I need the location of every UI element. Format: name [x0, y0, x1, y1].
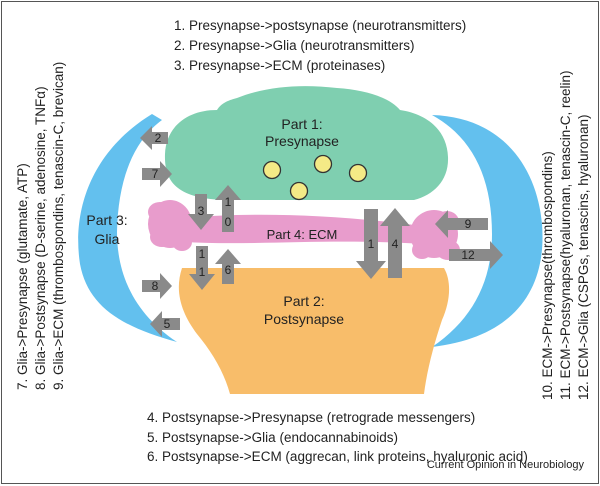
- svg-text:0: 0: [225, 215, 232, 229]
- arrow-6: 6: [215, 249, 241, 284]
- svg-text:6: 6: [225, 263, 232, 277]
- arrow-4: 4: [380, 208, 410, 278]
- list-item: 6. Postsynapse->ECM (aggrecan, link prot…: [147, 449, 528, 464]
- svg-text:7: 7: [152, 167, 159, 181]
- svg-text:4: 4: [392, 237, 399, 251]
- arrow-12: 12: [449, 241, 503, 269]
- presynapse-label-2: Presynapse: [265, 133, 339, 149]
- postsynapse-label-2: Postsynapse: [264, 311, 344, 327]
- svg-text:12: 12: [461, 248, 475, 262]
- list-item: 8. Glia->Postsynapse (D-serine, adenosin…: [33, 86, 48, 390]
- svg-text:1: 1: [199, 247, 206, 261]
- svg-text:2: 2: [155, 131, 162, 145]
- svg-text:1: 1: [368, 237, 375, 251]
- postsynapse-shape: [178, 268, 450, 394]
- list-item: 5. Postsynapse->Glia (endocannabinoids): [147, 429, 399, 445]
- glia-label-2: Glia: [95, 231, 120, 247]
- svg-text:1: 1: [199, 265, 206, 279]
- list-item: 12. ECM->Glia (CSPGs, tenascins, hyaluro…: [576, 114, 591, 401]
- glia-right-shape: [432, 115, 543, 347]
- ecm-label: Part 4: ECM: [267, 227, 338, 242]
- svg-text:5: 5: [164, 317, 171, 331]
- svg-text:3: 3: [198, 204, 205, 218]
- postsynapse-label-1: Part 2:: [283, 293, 324, 309]
- arrow-2: 2: [140, 126, 168, 150]
- glia-label-1: Part 3:: [86, 212, 127, 228]
- list-item: 4. Postsynapse->Presynapse (retrograde m…: [147, 410, 476, 425]
- svg-text:8: 8: [152, 279, 159, 293]
- presynapse-shape: [164, 86, 449, 200]
- list-item: 7. Glia->Presynapse (glutamate, ATP): [15, 163, 30, 390]
- arrow-7: 7: [142, 161, 172, 187]
- arrow-1: 1: [356, 209, 386, 279]
- glia-left-shape: [78, 114, 177, 342]
- list-postsynapse-signals: 4. Postsynapse->Presynapse (retrograde m…: [147, 408, 528, 467]
- list-item: 11. ECM->Postsynapse(hyaluronan, tenasci…: [558, 70, 573, 400]
- presynapse-label-1: Part 1:: [281, 116, 322, 132]
- list-item: 1. Presynapse->postsynapse (neurotransmi…: [174, 18, 467, 33]
- list-item: 10. ECM->Presynapse(thrombospondins): [540, 151, 555, 400]
- svg-text:9: 9: [465, 217, 472, 231]
- arrow-3: 3: [188, 194, 214, 230]
- list-item: 3. Presynapse->ECM (proteinases): [174, 58, 386, 73]
- svg-text:1: 1: [225, 195, 232, 209]
- arrow-11: 1 1: [189, 246, 215, 290]
- arrow-10: 1 0: [215, 185, 241, 232]
- arrow-8: 8: [142, 273, 172, 299]
- list-item: 9. Glia->ECM (thrombospondins, tenascin-…: [51, 61, 66, 390]
- vesicles: [262, 154, 368, 201]
- arrow-5: 5: [150, 311, 180, 337]
- credit-line: Current Opinion in Neurobiology: [426, 459, 584, 471]
- list-item: 2. Presynapse->Glia (neurotransmitters): [174, 38, 415, 53]
- list-presynapse-signals: 1. Presynapse->postsynapse (neurotransmi…: [174, 16, 466, 76]
- arrow-9: 9: [435, 210, 488, 238]
